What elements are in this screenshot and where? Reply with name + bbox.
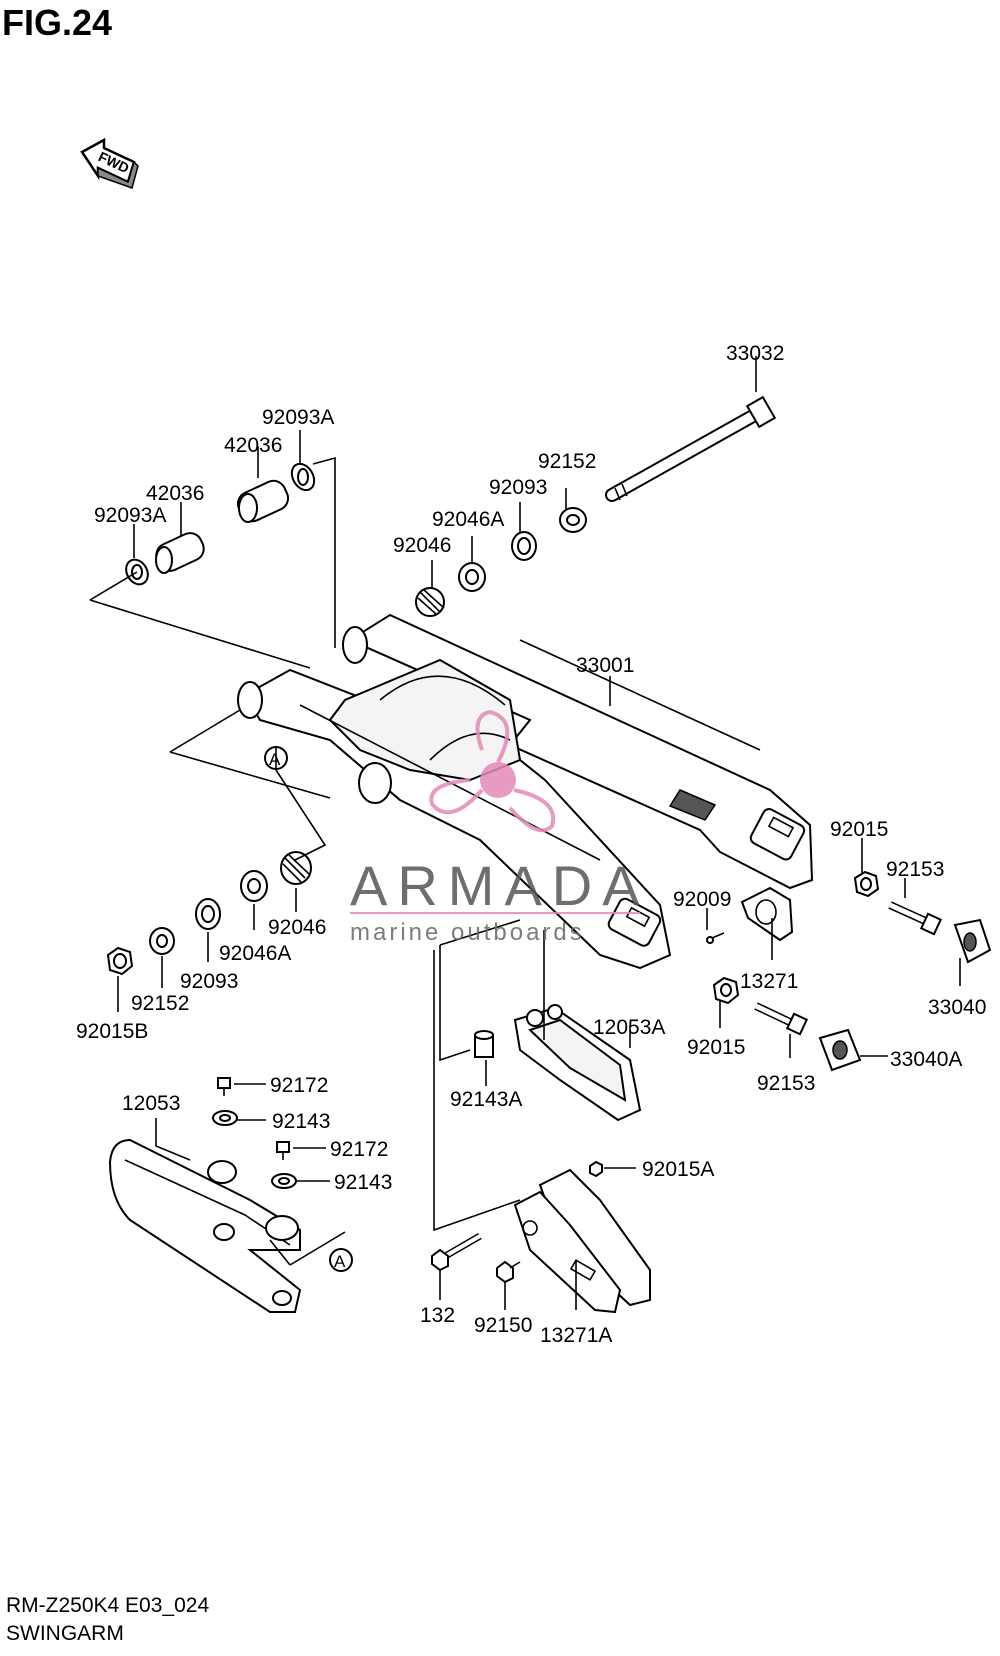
oil-seal-upper: [290, 462, 316, 492]
part-label: 33032: [726, 342, 784, 365]
part-label: 12053: [122, 1092, 180, 1115]
model-code: RM-Z250K4 E03_024: [6, 1594, 210, 1617]
fwd-arrow-icon: FWD: [80, 137, 139, 189]
bushing-upper: [236, 479, 290, 523]
part-label: 13271: [740, 970, 798, 993]
bearing-92046-bottom: [280, 851, 312, 885]
nut-92015-right: [853, 870, 880, 898]
bearing-92046-top: [415, 587, 445, 617]
part-label: 92172: [330, 1138, 388, 1161]
bushing-left: [155, 532, 205, 574]
propeller-logo-icon: [429, 709, 556, 833]
washer-92152-bottom: [149, 927, 175, 955]
part-label: 33040: [928, 996, 986, 1019]
washer-92152-top: [559, 507, 587, 533]
reference-marker-a-top-label: A: [269, 750, 281, 769]
part-number-labels: 33032 92093A 42036 42036 92093A 92152 92…: [76, 342, 986, 1347]
adjuster-33040: [953, 918, 992, 964]
armada-watermark: ARMADA marine outboards: [350, 709, 650, 946]
spacer-92046A-top: [458, 562, 486, 592]
reference-marker-a-bottom: A: [329, 1248, 353, 1272]
part-label: 92093: [489, 476, 547, 499]
leader-lines: [89, 356, 961, 1310]
part-label: 92143: [272, 1110, 330, 1133]
part-label: 132: [420, 1304, 455, 1327]
part-label: 92015: [830, 818, 888, 841]
part-label: 92153: [757, 1072, 815, 1095]
part-label: 92046: [268, 916, 326, 939]
part-label: 13271A: [540, 1324, 612, 1347]
part-label: 92153: [886, 858, 944, 881]
chain-buffer-12053A: [513, 1004, 642, 1122]
bolt-92153-mid: [754, 1002, 809, 1036]
part-label: 92143A: [450, 1088, 522, 1111]
part-label: 92015: [687, 1036, 745, 1059]
spacer-92046A-bottom: [240, 870, 268, 902]
part-label: 92093: [180, 970, 238, 993]
seal-92093-top: [511, 531, 537, 561]
part-label: 92152: [538, 450, 596, 473]
pivot-shaft: [605, 395, 777, 502]
part-label: 12053A: [593, 1016, 665, 1039]
part-label: 92150: [474, 1314, 532, 1337]
part-label: 92046: [393, 534, 451, 557]
collar-92143-b: [271, 1173, 297, 1189]
nut-92015A: [589, 1160, 603, 1178]
part-label: 92015B: [76, 1020, 148, 1043]
section-title: SWINGARM: [6, 1622, 124, 1645]
part-label: 92009: [673, 888, 731, 911]
reference-marker-a-bottom-label: A: [334, 1252, 346, 1271]
part-label: 33040A: [890, 1048, 962, 1071]
swingarm-body: [237, 613, 814, 970]
nut-92015B: [106, 946, 134, 976]
part-label: 92046A: [432, 508, 504, 531]
seal-92093-bottom: [195, 898, 221, 930]
watermark-tagline: marine outboards: [350, 919, 585, 946]
part-label: 42036: [146, 482, 204, 505]
screw-92009: [706, 932, 725, 944]
part-label: 92093A: [94, 504, 166, 527]
bolt-92153-right: [888, 901, 943, 936]
watermark-brand: ARMADA: [350, 854, 650, 917]
bolt-92172-b: [276, 1141, 290, 1160]
guide-plate-13271A: [513, 1168, 651, 1314]
bolt-92172-a: [217, 1077, 231, 1096]
part-label: 92172: [270, 1074, 328, 1097]
chain-guard-plate-13271: [740, 886, 794, 942]
figure-title: FIG.24: [2, 2, 113, 43]
part-label: 92152: [131, 992, 189, 1015]
chain-guide-12053: [108, 1138, 302, 1313]
part-label: 92046A: [219, 942, 291, 965]
part-label: 92143: [334, 1171, 392, 1194]
nut-92015-mid: [712, 976, 740, 1005]
adjuster-33040A: [818, 1028, 862, 1072]
bolt-92150: [496, 1260, 521, 1284]
collar-92143A: [474, 1030, 494, 1058]
part-label: 33001: [576, 654, 634, 677]
part-label: 92015A: [642, 1158, 714, 1181]
collar-92143-a: [212, 1110, 238, 1126]
part-label: 42036: [224, 434, 282, 457]
part-label: 92093A: [262, 406, 334, 429]
bolt-132: [431, 1232, 482, 1272]
